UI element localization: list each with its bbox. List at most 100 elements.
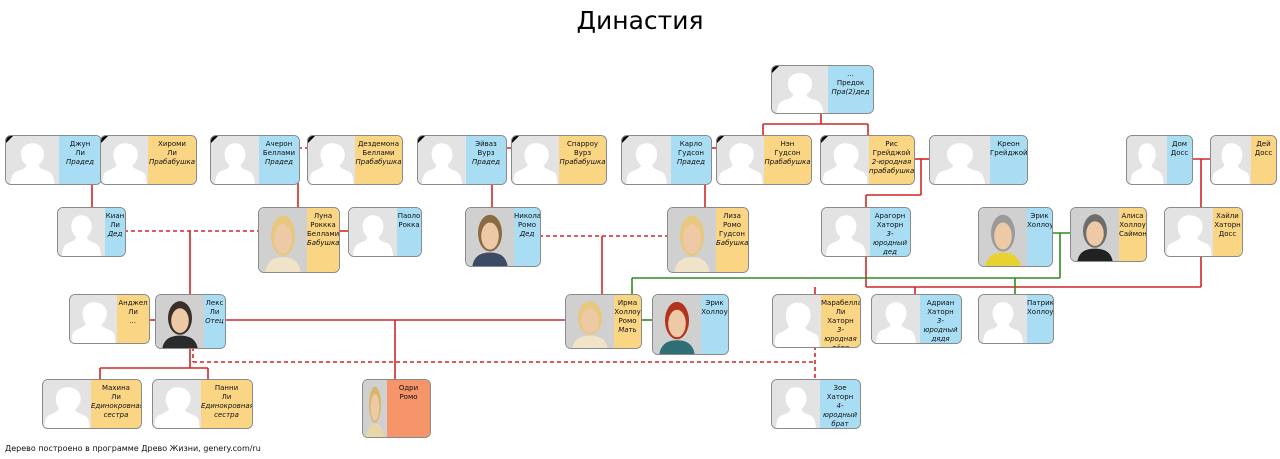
silhouette-icon [872,295,920,343]
portrait-photo [566,295,614,348]
person-first-name: Джун [69,140,91,148]
deceased-corner-icon [622,136,629,143]
deceased-corner-icon [512,136,519,143]
person-relation: Бабушка [716,239,749,247]
portrait-photo [259,208,307,272]
person-first-name: Адриан [926,299,955,307]
deceased-corner-icon [308,136,315,143]
person-surname: Досс [1218,230,1237,238]
silhouette-icon [979,295,1027,343]
person-surname: Ли [209,308,220,316]
silhouette-icon [1211,136,1251,184]
silhouette-icon [717,136,764,184]
portrait-photo [668,208,716,272]
person-relation: Пра(2)дед [831,88,870,96]
person-relation: 3-юродный дядя [923,317,958,343]
person-first-name: Спарроу [566,140,599,148]
person-first-name: Махина [102,384,130,392]
person-surname: Ли [221,393,232,401]
silhouette-icon [821,136,869,184]
person-first-name: Лиза [723,212,741,220]
portrait-photo [979,208,1027,266]
deceased-corner-icon [772,66,779,73]
silhouette-icon [930,136,990,184]
person-first-name: Эрик [1030,212,1049,220]
deceased-corner-icon [6,136,13,143]
person-surname: Холлоу [701,308,728,316]
person-surname: Холлоу [1027,221,1053,229]
person-surname: Ли [75,149,85,157]
silhouette-icon [1127,136,1167,184]
silhouette-icon [349,208,397,256]
person-surname: Холлоу [614,308,641,316]
person-surname: Ромо [618,317,637,325]
person-first-name: Дом [1171,140,1188,148]
silhouette-icon [773,295,821,347]
deceased-corner-icon [821,136,828,143]
person-surname: Гудсон [678,149,704,157]
portrait-photo [363,380,387,437]
person-surname: Холлоу [1027,308,1054,316]
person-surname: Ромо [722,221,742,229]
person-first-name: Арагорн [874,212,906,220]
person-first-name: Хайли [1216,212,1239,220]
person-surname: Ли [167,149,177,157]
person-first-name: Одри [398,384,419,392]
person-first-name: ... [847,70,854,78]
person-surname: Хаторн [826,393,854,401]
person-relation: Дед [519,230,535,238]
person-first-name: Ачерон [265,140,293,148]
person-relation: Прабабушка [764,158,811,166]
portrait-photo [156,295,204,348]
person-first-name: Анджел [118,299,148,307]
person-first-name: Панни [214,384,239,392]
